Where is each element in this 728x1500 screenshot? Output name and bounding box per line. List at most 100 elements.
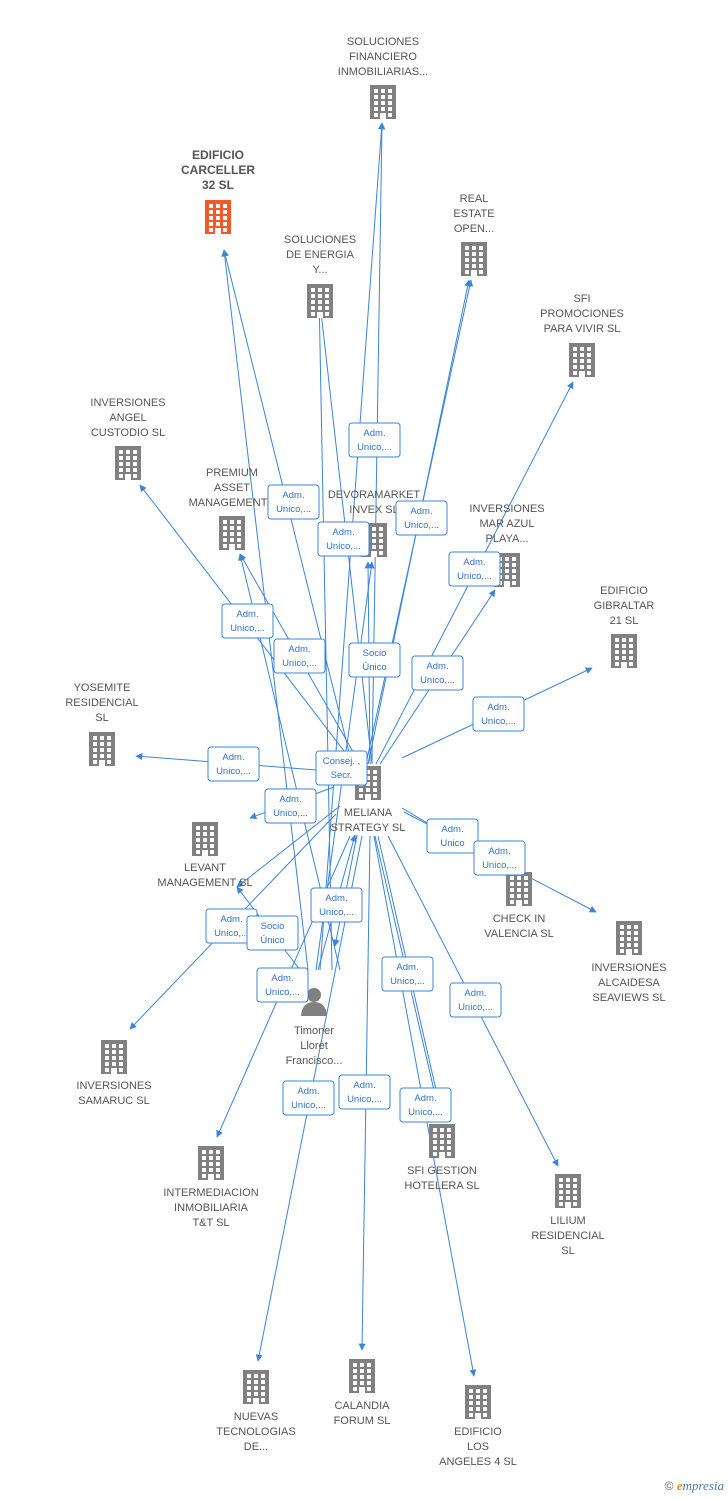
role-label: Adm. bbox=[410, 506, 432, 517]
role-badge-r-premium[interactable]: Adm.Unico,... bbox=[273, 638, 326, 674]
role-label: Unico,... bbox=[347, 1094, 382, 1105]
role-badge-r-check-socio[interactable]: Adm.Unico bbox=[426, 818, 479, 854]
brand-logo[interactable]: empresia bbox=[676, 1478, 724, 1493]
building-icon bbox=[205, 200, 231, 234]
role-badge-r-levant[interactable]: Adm.Unico,... bbox=[264, 788, 317, 824]
role-label: Consej. , bbox=[323, 756, 361, 767]
role-label: Adm. bbox=[353, 1080, 375, 1091]
node-label: MANAGEMENT SL bbox=[157, 877, 252, 889]
node-label: OPEN... bbox=[454, 223, 494, 235]
role-badge-r-angel[interactable]: Adm. Unico,... bbox=[221, 603, 274, 639]
role-label: Unico,... bbox=[482, 860, 517, 871]
role-badge-r-nuevas[interactable]: Adm.Unico,... bbox=[282, 1080, 335, 1116]
role-label: Adm. bbox=[236, 609, 258, 620]
role-label: Unico,... bbox=[230, 623, 265, 634]
relationship-edge bbox=[236, 805, 341, 888]
role-badge-box bbox=[395, 500, 448, 536]
role-label: Unico,... bbox=[458, 1002, 493, 1013]
node-label: SL bbox=[95, 712, 108, 724]
node-label: INVERSIONES bbox=[591, 962, 666, 974]
node-label: HOTELERA SL bbox=[404, 1180, 479, 1192]
node-label: SFI bbox=[573, 293, 590, 305]
role-badge-r-sfi-gestion[interactable]: Adm.Unico,... bbox=[381, 956, 434, 992]
node-label: FINANCIERO bbox=[349, 51, 417, 63]
building-icon bbox=[506, 872, 532, 906]
role-label: Secr. bbox=[331, 770, 353, 781]
node-label: 32 SL bbox=[202, 178, 234, 192]
node-label: LEVANT bbox=[184, 862, 226, 874]
node-label: SOLUCIONES bbox=[347, 36, 419, 48]
building-icon bbox=[89, 732, 115, 766]
company-node-nuevas-tecnologias[interactable]: NUEVASTECNOLOGIASDE... bbox=[216, 1370, 296, 1453]
node-label: INVERSIONES bbox=[469, 503, 544, 515]
building-icon bbox=[198, 1146, 224, 1180]
node-label: DE ENERGIA bbox=[286, 249, 355, 261]
role-label: Unico,... bbox=[273, 808, 308, 819]
role-label: Unico,... bbox=[404, 520, 439, 531]
role-badge-r-yosemite[interactable]: Adm.Unico,... bbox=[207, 746, 260, 782]
company-node-real-estate-open[interactable]: REALESTATEOPEN... bbox=[453, 193, 495, 276]
node-label: LILIUM bbox=[550, 1215, 585, 1227]
role-badge-r-real-estate[interactable]: Adm. Unico,... bbox=[395, 500, 448, 536]
building-icon bbox=[461, 242, 487, 276]
role-badge-r-sfi-prom[interactable]: Adm.Unico,... bbox=[411, 655, 464, 691]
role-label: Unico,... bbox=[265, 987, 300, 998]
role-label: Unico,... bbox=[326, 541, 361, 552]
role-badge-box bbox=[221, 603, 274, 639]
role-badge-r-mar-azul[interactable]: Adm.Unico,... bbox=[448, 551, 501, 587]
role-badge-r-carceller[interactable]: Adm.Unico,... bbox=[267, 484, 320, 520]
building-icon bbox=[555, 1174, 581, 1208]
role-label: Adm. bbox=[222, 752, 244, 763]
role-badge-box bbox=[282, 1080, 335, 1116]
node-label: EDIFICIO bbox=[192, 148, 244, 162]
node-label: PARA VIVIR SL bbox=[544, 323, 621, 335]
role-label: Adm. bbox=[363, 428, 385, 439]
role-badge-box bbox=[338, 1074, 391, 1110]
company-node-soluciones-financiero[interactable]: SOLUCIONESFINANCIEROINMOBILIARIAS... bbox=[338, 36, 428, 119]
role-badge-r-devora[interactable]: Adm.Unico,... bbox=[317, 521, 370, 557]
building-icon bbox=[370, 85, 396, 119]
role-badge-r-gibraltar[interactable]: Adm.Unico,... bbox=[472, 696, 525, 732]
role-badge-r-los-angeles[interactable]: Adm.Unico,... bbox=[399, 1087, 452, 1123]
role-badge-r-sol-fin[interactable]: Adm.Unico,... bbox=[348, 422, 401, 458]
role-badge-box bbox=[315, 750, 368, 786]
role-badge-box bbox=[310, 887, 363, 923]
company-node-premium-asset[interactable]: PREMIUMASSETMANAGEMENT... bbox=[189, 467, 276, 550]
role-badge-r-timoner-meliana[interactable]: Adm.Unico,... bbox=[310, 887, 363, 923]
company-node-levant[interactable]: LEVANT MANAGEMENT SL bbox=[157, 822, 253, 889]
role-label: Adm. bbox=[288, 644, 310, 655]
node-label: MANAGEMENT... bbox=[189, 497, 276, 509]
role-label: Adm. bbox=[488, 846, 510, 857]
footer: © empresia bbox=[665, 1478, 724, 1494]
role-badge-r-check-adm[interactable]: Adm. Unico,... bbox=[473, 840, 526, 876]
relationship-edge bbox=[315, 293, 333, 971]
role-badge-r-consej[interactable]: Consej. , Secr. bbox=[315, 750, 368, 786]
role-badge-box bbox=[426, 818, 479, 854]
role-badge-box bbox=[317, 521, 370, 557]
role-badge-box bbox=[473, 840, 526, 876]
role-badge-r-lilium[interactable]: Adm. Unico,... bbox=[449, 982, 502, 1018]
node-label: EDIFICIO bbox=[600, 585, 648, 597]
role-badge-r-calandia[interactable]: Adm. Unico,... bbox=[338, 1074, 391, 1110]
role-badge-r-samaruc[interactable]: Adm.Unico,... bbox=[205, 908, 258, 944]
node-label: VALENCIA SL bbox=[484, 928, 554, 940]
role-label: Adm. bbox=[464, 988, 486, 999]
company-node-timoner[interactable]: TimonerLloretFrancisco... bbox=[286, 988, 343, 1067]
role-badge-r-intermediacion[interactable]: Adm.Unico,... bbox=[256, 967, 309, 1003]
